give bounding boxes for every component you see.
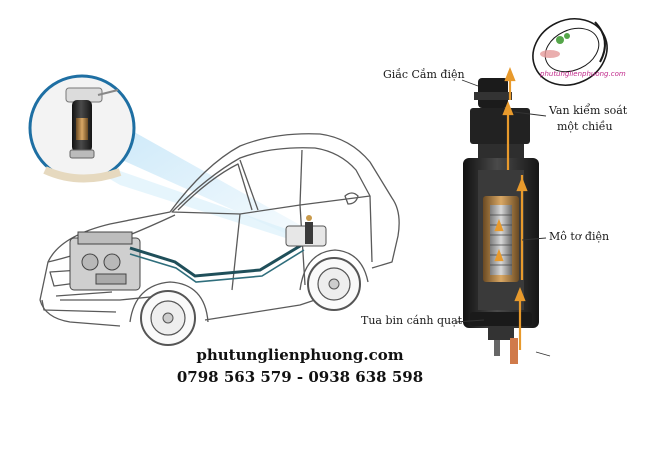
brand-logo bbox=[532, 18, 608, 86]
rear-wheel bbox=[307, 257, 361, 311]
label-connector: Giắc Cắm điện bbox=[383, 68, 465, 81]
label-check-valve-1: Van kiểm soát bbox=[549, 104, 628, 117]
label-motor: Mô tơ điện bbox=[549, 230, 610, 243]
logo-sprout bbox=[556, 33, 570, 44]
website-text: phutunglienphuong.com bbox=[196, 346, 404, 364]
fuel-line-return bbox=[129, 249, 305, 283]
callout-beam bbox=[95, 110, 300, 240]
label-check-valve-2: một chiều bbox=[557, 120, 613, 133]
logo-watermark-text: phutunglienphuong.com bbox=[540, 70, 626, 78]
phone-numbers: 0798 563 579 - 0938 638 598 bbox=[176, 368, 424, 386]
fuel-tank bbox=[285, 215, 327, 247]
fuel-pump-cutaway bbox=[463, 78, 539, 364]
engine bbox=[69, 231, 141, 291]
label-impeller: Tua bin cánh quạt bbox=[361, 314, 463, 327]
front-wheel bbox=[140, 290, 196, 346]
pump-callout bbox=[28, 74, 136, 183]
fuel-flow-arrows bbox=[494, 67, 528, 350]
leader-lines bbox=[455, 79, 551, 357]
logo-gear bbox=[540, 50, 560, 58]
fuel-line bbox=[129, 236, 313, 278]
